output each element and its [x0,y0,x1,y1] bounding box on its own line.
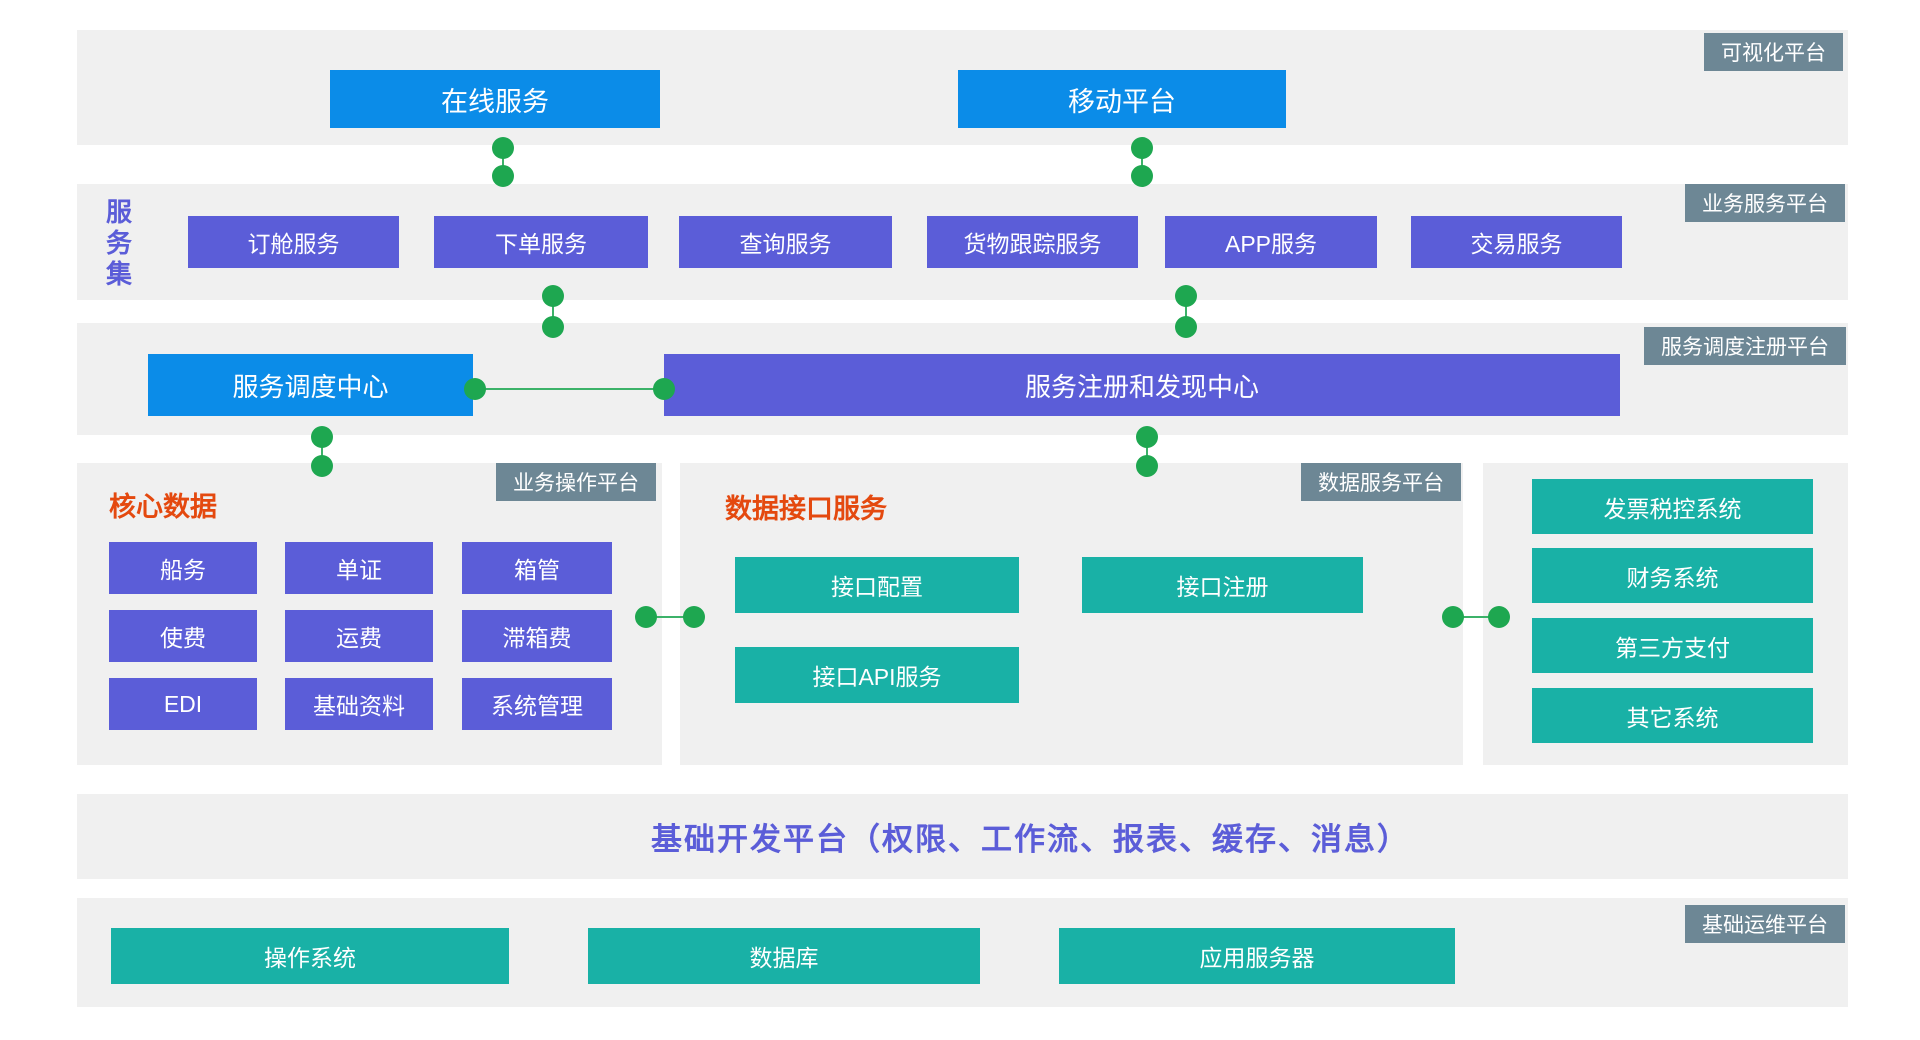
node-online-service: 在线服务 [330,70,660,128]
layer-tag-data-service: 数据服务平台 [1301,463,1461,501]
connector-line [552,296,554,327]
node-booking-service: 订舱服务 [188,216,399,268]
node-container-management: 箱管 [462,542,612,594]
node-demurrage: 滞箱费 [462,610,612,662]
connector-dot [1131,165,1153,187]
dev-platform-text: 基础开发平台（权限、工作流、报表、缓存、消息） [651,822,1410,857]
node-mobile-platform: 移动平台 [958,70,1286,128]
node-third-party-payment: 第三方支付 [1532,618,1813,673]
data-interface-title: 数据接口服务 [725,494,887,524]
connector-line [321,437,323,466]
node-edi: EDI [109,678,257,730]
dev-platform-band: 基础开发平台（权限、工作流、报表、缓存、消息） [77,794,1848,879]
connector-dot [653,378,675,400]
connector-line [1453,616,1499,618]
core-data-title: 核心数据 [109,492,217,522]
data-interface-panel: 数据服务平台 数据接口服务 接口配置 接口注册 接口API服务 [680,463,1463,765]
dispatch-registry-band: 服务调度注册平台 服务调度中心 服务注册和发现中心 [77,323,1848,435]
ops-platform-band: 基础运维平台 操作系统 数据库 应用服务器 [77,898,1848,1007]
connector-dot [464,378,486,400]
connector-dot [1488,606,1510,628]
node-finance-system: 财务系统 [1532,548,1813,603]
node-database: 数据库 [588,928,980,984]
layer-tag-business-service: 业务服务平台 [1685,184,1845,222]
core-data-panel: 业务操作平台 核心数据 船务 单证 箱管 使费 运费 滞箱费 EDI 基础资料 … [77,463,662,765]
node-freight: 运费 [285,610,433,662]
connector-dot [542,285,564,307]
node-order-service: 下单服务 [434,216,648,268]
node-interface-registry: 接口注册 [1082,557,1363,613]
node-invoice-tax-system: 发票税控系统 [1532,479,1813,534]
connector-dot [1136,426,1158,448]
node-interface-config: 接口配置 [735,557,1019,613]
node-application-server: 应用服务器 [1059,928,1455,984]
connector-line [1146,437,1148,466]
connector-dot [311,455,333,477]
connector-dot [1175,316,1197,338]
layer-tag-dispatch-registry: 服务调度注册平台 [1644,327,1846,365]
node-service-registry-discovery-center: 服务注册和发现中心 [664,354,1620,416]
node-interface-api-service: 接口API服务 [735,647,1019,703]
connector-dot [1175,285,1197,307]
connector-dot [1442,606,1464,628]
business-service-band: 业务服务平台 服务集 订舱服务 下单服务 查询服务 货物跟踪服务 APP服务 交… [77,184,1848,300]
service-set-label: 服务集 [105,197,132,289]
connector-dot [1131,137,1153,159]
node-service-dispatch-center: 服务调度中心 [148,354,473,416]
connector-line [1185,296,1187,327]
node-cargo-tracking-service: 货物跟踪服务 [927,216,1138,268]
connector-dot [492,137,514,159]
node-query-service: 查询服务 [679,216,892,268]
connector-dot [683,606,705,628]
node-trade-service: 交易服务 [1411,216,1622,268]
layer-tag-ops-platform: 基础运维平台 [1685,905,1845,943]
connector-line [646,616,694,618]
node-system-management: 系统管理 [462,678,612,730]
visualization-layer-band: 可视化平台 在线服务 移动平台 [77,30,1848,145]
node-shipping: 船务 [109,542,257,594]
connector-dot [542,316,564,338]
connector-dot [1136,455,1158,477]
node-documentation: 单证 [285,542,433,594]
connector-dot [492,165,514,187]
node-operating-system: 操作系统 [111,928,509,984]
connector-line [1141,148,1143,176]
connector-line [475,388,664,390]
node-base-data: 基础资料 [285,678,433,730]
connector-line [502,148,504,176]
connector-dot [635,606,657,628]
layer-tag-business-operation: 业务操作平台 [496,463,656,501]
node-disbursement: 使费 [109,610,257,662]
node-other-systems: 其它系统 [1532,688,1813,743]
layer-tag-visualization: 可视化平台 [1704,33,1843,71]
external-systems-panel: 发票税控系统 财务系统 第三方支付 其它系统 [1483,463,1848,765]
node-app-service: APP服务 [1165,216,1377,268]
connector-dot [311,426,333,448]
